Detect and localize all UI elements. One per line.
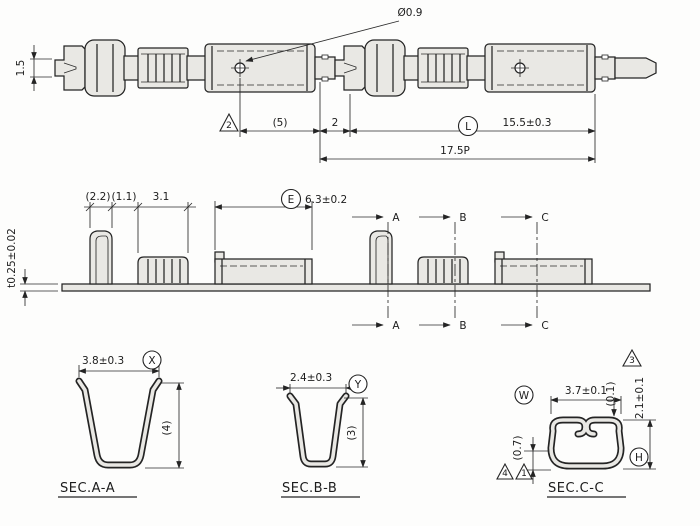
- dim-5-text: (5): [273, 117, 288, 129]
- terminal-2-side: [369, 230, 593, 285]
- dim-2-2-text: (2.2): [86, 191, 111, 203]
- note-1-triangle-icon: [515, 462, 533, 480]
- carrier-tail: [614, 57, 657, 79]
- dim-ticks: [85, 202, 193, 212]
- hole-diameter-text: Ø0.9: [398, 7, 423, 19]
- stock-thickness-text: t0.25±0.02: [6, 228, 18, 288]
- terminal-length-text: 15.5±0.3: [503, 117, 552, 129]
- extension-lines: [289, 384, 347, 394]
- opening-width-text: 3.8±0.3: [82, 355, 124, 367]
- section-c-title: SEC.C-C: [548, 481, 604, 496]
- datum-y-text: Y: [354, 379, 362, 391]
- datum-x-text: X: [148, 355, 155, 367]
- section-c-label-bottom: C: [541, 320, 548, 332]
- datum-w-text: W: [519, 390, 530, 402]
- section-a-view: 3.8±0.3 X (4) SEC.A-A: [58, 350, 184, 498]
- section-a-label-top: A: [392, 212, 400, 224]
- section-c-shape-core: [549, 418, 623, 468]
- datum-w-circle: [514, 385, 534, 405]
- tip-width-dim: 1.5: [15, 45, 52, 91]
- extension-lines: [20, 283, 58, 292]
- section-b-view: 2.4±0.3 Y (3) SEC.B-B: [276, 372, 368, 498]
- width-text: 3.7±0.1: [565, 385, 607, 397]
- extension-lines: [89, 202, 189, 253]
- dim-3-1-text: 3.1: [153, 191, 170, 203]
- note-4-triangle-icon: [496, 462, 514, 480]
- note-4-text: 4: [502, 469, 508, 479]
- datum-e-text: E: [288, 194, 295, 206]
- leader-line: [245, 20, 400, 62]
- datum-h-text: H: [635, 452, 643, 464]
- height-text: 2.1±0.1: [634, 377, 646, 419]
- section-a-label-bottom: A: [392, 320, 400, 332]
- weld-triangle-icon: [219, 112, 239, 132]
- terminal-2-plan: [334, 39, 616, 97]
- section-b-label-top: B: [459, 212, 466, 224]
- datum-e-circle: [280, 188, 302, 210]
- top-view: Ø0.9 1.5 (5) 2 L 15.5±0.3 17.5P 2: [15, 7, 657, 163]
- extension-line: [30, 58, 52, 78]
- note-3-text: 3: [629, 356, 635, 366]
- receptacle-length-dim: E 6.3±0.2: [214, 188, 347, 250]
- section-a-title: SEC.A-A: [60, 481, 115, 496]
- depth-text: (4): [161, 421, 173, 436]
- extension-lines: [239, 78, 596, 163]
- section-c-label-top: C: [541, 212, 548, 224]
- datum-y-circle: [348, 374, 368, 394]
- section-c-view: W 3.7±0.1 (0.1) 2.1±0.1 3 (0.7) 4 1 H SE…: [496, 348, 656, 498]
- depth-text: (3): [346, 426, 358, 441]
- section-b-title: SEC.B-B: [282, 481, 337, 496]
- receptacle-length-text: 6.3±0.2: [305, 194, 347, 206]
- extension-lines: [214, 201, 313, 250]
- dim-2-text: 2: [332, 117, 339, 129]
- terminal-1-side: [89, 230, 313, 285]
- hole-diameter-callout: Ø0.9: [245, 7, 423, 62]
- gap-text: (0.1): [605, 382, 617, 407]
- thickness-dim: t0.25±0.02: [6, 228, 58, 306]
- cutting-plane-lines: [387, 222, 538, 318]
- section-arrows: A B C A B C: [352, 212, 549, 332]
- section-b-shape-core: [288, 394, 348, 466]
- datum-l-text: L: [465, 121, 471, 133]
- dim-1-1-text: (1.1): [112, 191, 137, 203]
- datum-h-circle: [629, 447, 649, 467]
- note-3-triangle-icon: [622, 348, 642, 367]
- side-view: (2.2) (1.1) 3.1 E 6.3±0.2 t0.25±0.02 A B: [6, 188, 651, 332]
- pitch-text: 17.5P: [440, 145, 470, 157]
- note-1-text: 1: [521, 469, 527, 479]
- tip-width-text: 1.5: [15, 60, 27, 77]
- carrier-strip-side: [61, 283, 651, 292]
- bottom-height-text: (0.7): [512, 436, 524, 461]
- extension-lines: [524, 450, 551, 471]
- chained-dims: (2.2) (1.1) 3.1: [84, 191, 196, 253]
- weld-note-text: 2: [226, 121, 232, 131]
- opening-width-text: 2.4±0.3: [290, 372, 332, 384]
- section-b-label-bottom: B: [459, 320, 466, 332]
- section-a-shape-core: [77, 379, 161, 467]
- datum-l-circle: [457, 115, 479, 137]
- datum-x-circle: [142, 350, 162, 370]
